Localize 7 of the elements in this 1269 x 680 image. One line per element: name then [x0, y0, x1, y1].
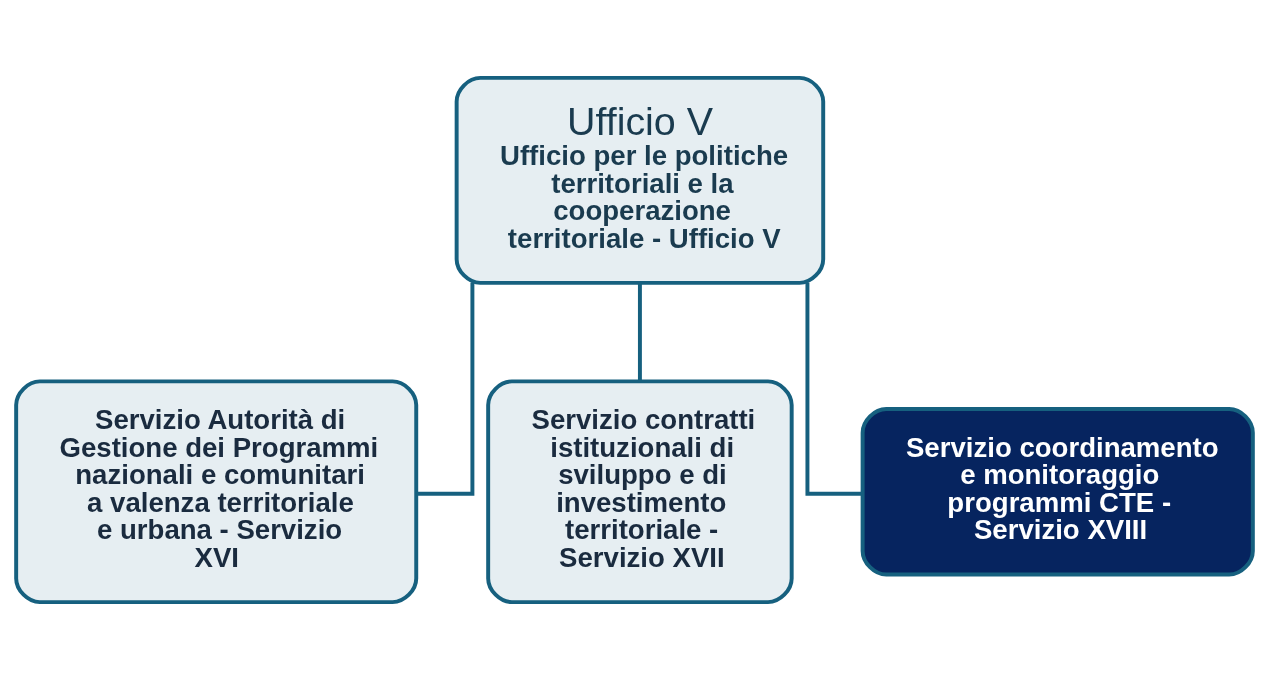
node-box: Servizio contratti istituzionali di sviluppo e di investimento territoriale - Servizio XVII [486, 379, 794, 605]
connector [416, 282, 475, 496]
node-box: Ufficio V Ufficio per le politiche territoriali e la cooperazione territoriale - Ufficio V [454, 75, 826, 285]
connector [637, 283, 642, 381]
node-box: Servizio Autorità di Gestione dei Programmi nazionali e comunitari a valenza territoriale e urbana - Servizio XVI [14, 379, 419, 605]
node-box: Servizio coordinamento e monitoraggio programmi CTE - Servizio XVIII [860, 407, 1255, 577]
connector [805, 282, 863, 496]
